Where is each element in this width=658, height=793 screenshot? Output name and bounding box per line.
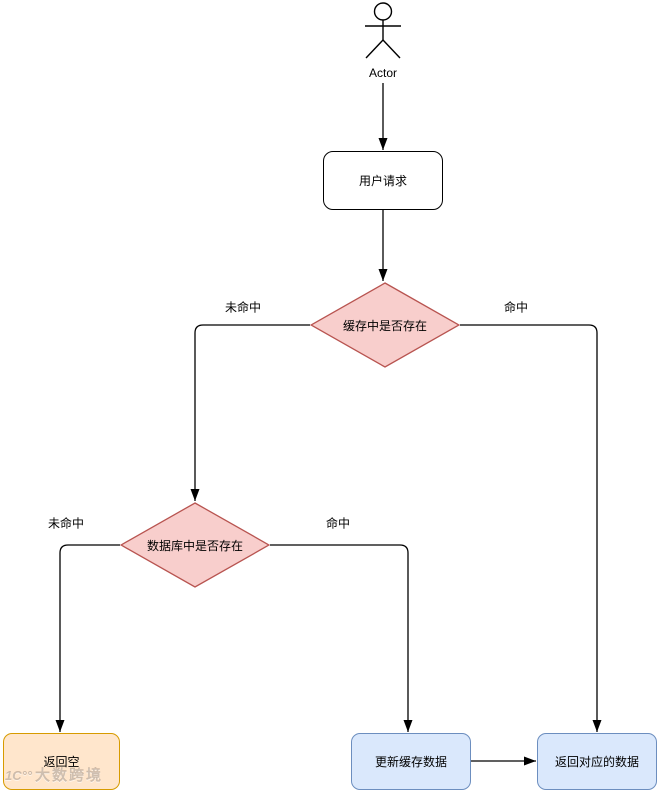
node-cache-check-label: 缓存中是否存在 [342, 318, 427, 333]
watermark-logo-icon: 1C°° [5, 768, 33, 783]
watermark: 1C°°大数跨境 [5, 764, 103, 785]
node-return-data: 返回对应的数据 [537, 733, 657, 790]
edge-label-db-hit: 命中 [323, 514, 353, 532]
edge-label-cache-hit: 命中 [501, 298, 531, 316]
diamond-shape [120, 502, 270, 588]
edge-cache-miss-to-db-check [190, 324, 310, 501]
node-db-check: 数据库中是否存在 [120, 502, 270, 588]
node-user-request: 用户请求 [323, 151, 443, 210]
node-update-cache-label: 更新缓存数据 [374, 755, 447, 769]
diamond-shape [310, 282, 460, 368]
edge-db-hit-to-update-cache [270, 544, 413, 732]
node-db-check-label: 数据库中是否存在 [146, 538, 243, 553]
actor-icon [365, 2, 401, 59]
node-update-cache: 更新缓存数据 [351, 733, 471, 790]
edge-cache-hit-to-return-data [460, 324, 602, 732]
node-return-data-label: 返回对应的数据 [554, 755, 639, 769]
node-return-empty-label: 返回空 [43, 755, 80, 769]
watermark-text: 大数跨境 [35, 767, 104, 784]
edge-label-db-miss: 未命中 [45, 514, 87, 532]
node-cache-check: 缓存中是否存在 [310, 282, 460, 368]
node-return-empty: 返回空 [3, 733, 120, 790]
actor-label: Actor [368, 66, 398, 80]
node-user-request-label: 用户请求 [358, 174, 407, 188]
edge-db-miss-to-return-empty [55, 544, 120, 732]
edge-label-cache-miss: 未命中 [222, 298, 264, 316]
